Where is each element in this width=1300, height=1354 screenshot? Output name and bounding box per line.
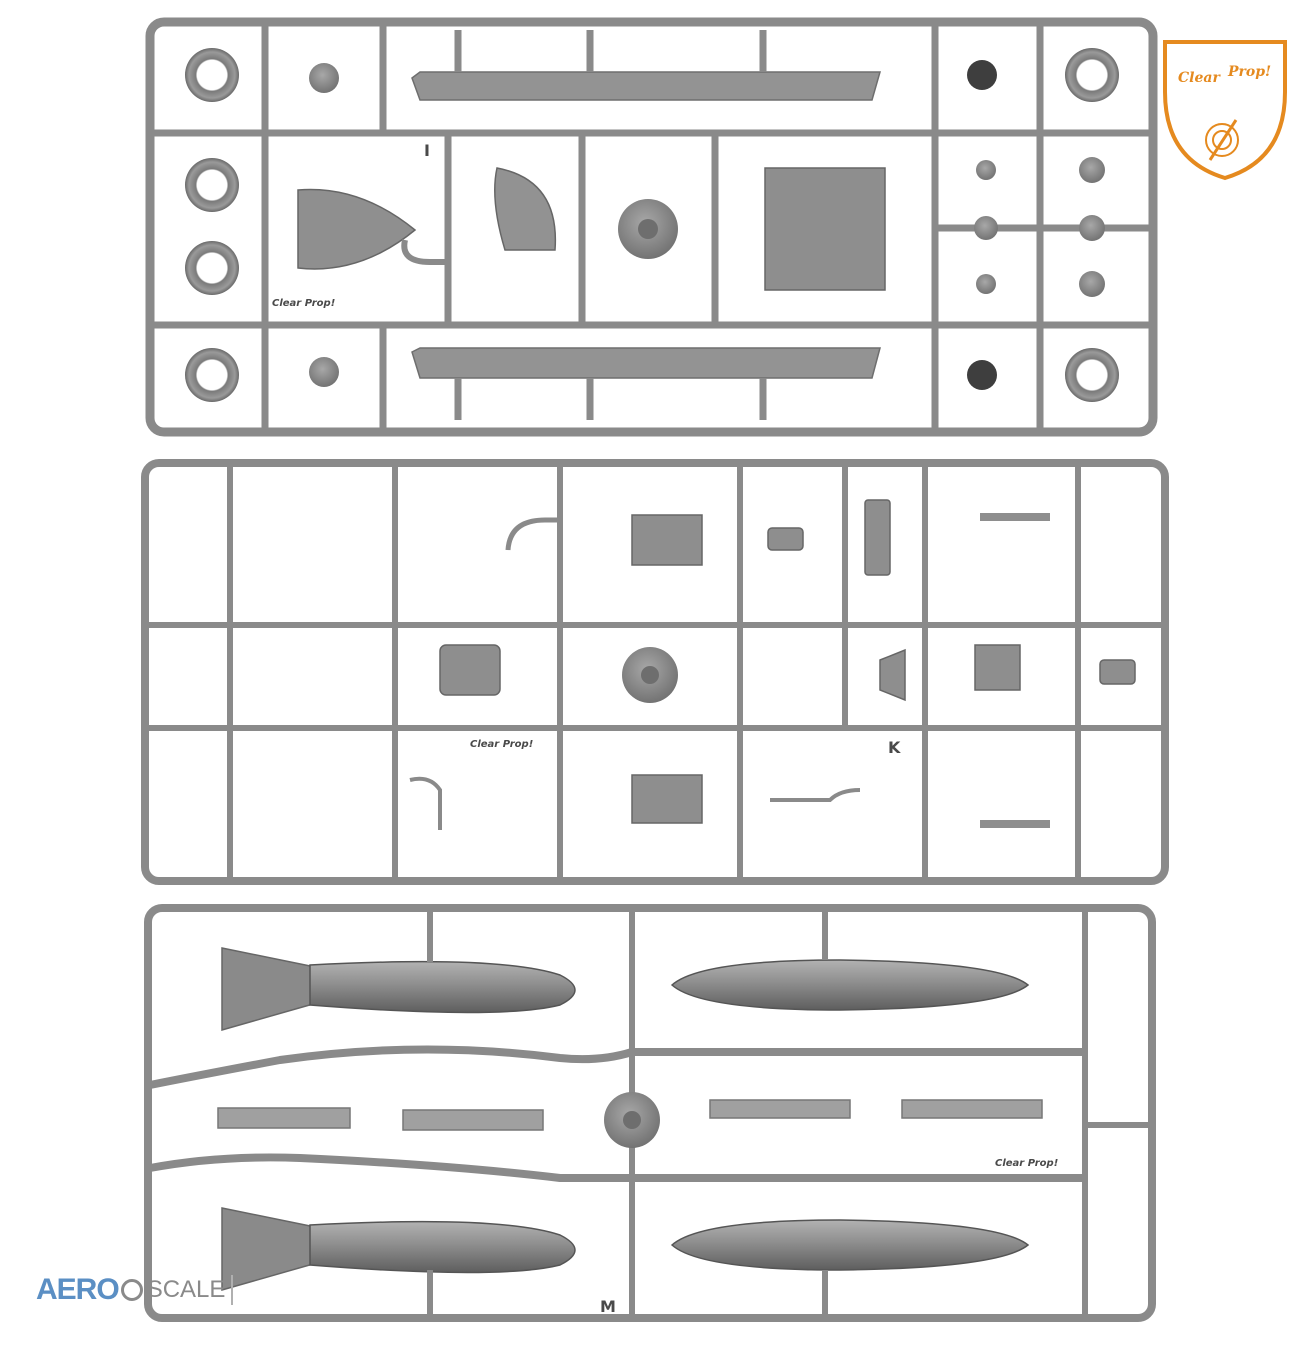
- watermark-scale: SCALE: [146, 1276, 226, 1303]
- drop-tank: [670, 1219, 1030, 1271]
- watermark-aero: AERO: [36, 1273, 120, 1306]
- watermark-divider: [231, 1275, 234, 1305]
- panel-part: [764, 167, 886, 291]
- tank-fin: [221, 947, 321, 1031]
- sprue-k-embossed: Clear Prop!: [470, 739, 533, 750]
- rack-part: [402, 1109, 544, 1131]
- clear-prop-logo: Clear Prop!: [1163, 40, 1287, 181]
- instrument-panel-part: [631, 774, 703, 824]
- wing-strip-lower: [411, 347, 881, 379]
- sprue-k-parts: [409, 499, 1136, 830]
- rack-part: [709, 1099, 851, 1119]
- sprue-i-tires: [185, 48, 1119, 402]
- sprue-i-embossed: Clear Prop!: [272, 298, 335, 309]
- tire: [185, 158, 239, 212]
- sprue-m: [144, 904, 1156, 1322]
- wheel-hub: [967, 60, 997, 90]
- sprue-k-mark: K: [888, 738, 901, 757]
- sprue-i-strips: [411, 30, 881, 420]
- tire: [185, 48, 239, 102]
- sprue-m-embossed: Clear Prop!: [995, 1158, 1058, 1169]
- hub: [309, 63, 339, 93]
- block-part: [974, 644, 1021, 691]
- seat-part: [439, 644, 501, 696]
- hub: [309, 357, 339, 387]
- drop-tank: [670, 959, 1030, 1011]
- sprue-m-tanks: [217, 910, 1043, 1316]
- sprue-i-mark: I: [424, 141, 430, 160]
- rack-part: [217, 1107, 351, 1129]
- sprue-k-frame: [141, 459, 1169, 885]
- sprue-m-frame: [144, 904, 1156, 1322]
- drop-tank: [309, 1220, 576, 1274]
- nose-part: [297, 188, 417, 270]
- sprue-i: [145, 17, 1158, 437]
- sprue-m-mark: M: [600, 1297, 616, 1316]
- instrument-panel-part: [631, 514, 703, 566]
- logo-line2: Prop!: [1227, 64, 1271, 80]
- logo-line1: Clear: [1178, 70, 1221, 86]
- fin-part: [494, 167, 557, 251]
- watermark-ring-icon: [120, 1279, 143, 1301]
- aeroscale-watermark: AERO SCALE: [36, 1270, 234, 1310]
- tire: [185, 348, 239, 402]
- drop-tank: [309, 960, 576, 1014]
- tire: [1065, 348, 1119, 402]
- wing-strip-upper: [411, 71, 881, 101]
- tank-fin: [221, 1207, 321, 1291]
- sprue-i-parts: [297, 60, 1105, 390]
- tire: [185, 241, 239, 295]
- rack-part: [901, 1099, 1043, 1119]
- sprue-k: [141, 459, 1169, 885]
- tire: [1065, 48, 1119, 102]
- wheel-hub: [967, 360, 997, 390]
